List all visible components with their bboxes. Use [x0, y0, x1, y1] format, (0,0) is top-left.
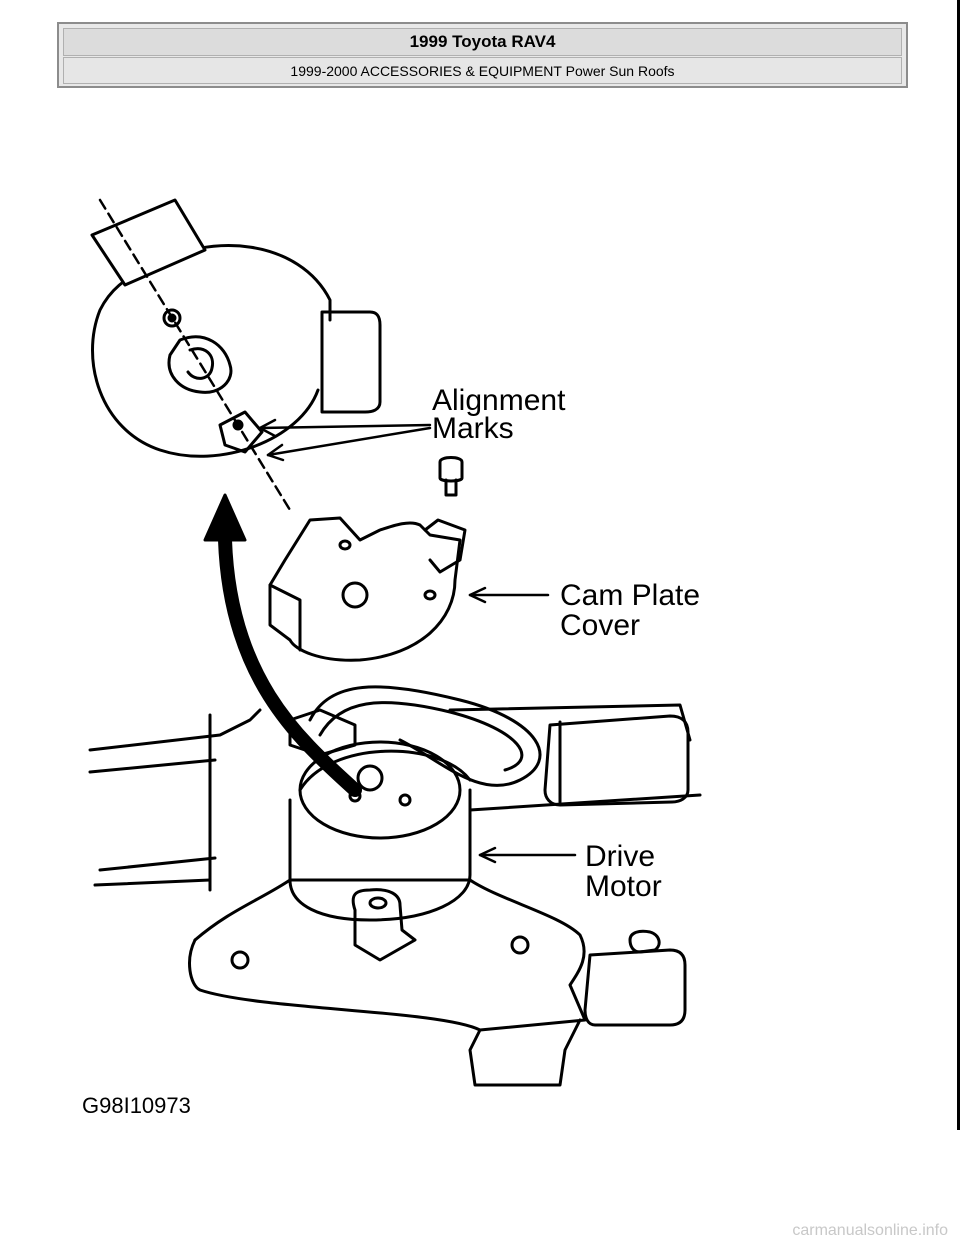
document-header: 1999 Toyota RAV4 1999-2000 ACCESSORIES &…: [57, 22, 908, 88]
cam-plate-cover: [268, 516, 550, 662]
label-alignment-line1: Alignment: [432, 384, 566, 417]
label-alignment-line2: Marks: [432, 412, 514, 445]
document-title: 1999 Toyota RAV4: [409, 32, 556, 51]
label-cam-plate-line2: Cover: [560, 609, 640, 642]
header-title-row: 1999 Toyota RAV4: [63, 28, 902, 56]
label-drive-motor-line1: Drive: [585, 840, 655, 873]
header-subtitle-row: 1999-2000 ACCESSORIES & EQUIPMENT Power …: [63, 57, 902, 84]
drive-motor: [88, 685, 702, 1087]
page-right-border: [957, 0, 960, 1130]
label-cam-plate-line1: Cam Plate: [560, 579, 700, 612]
screw: [438, 456, 464, 497]
document-subtitle: 1999-2000 ACCESSORIES & EQUIPMENT Power …: [290, 62, 675, 79]
figure-code: G98I10973: [82, 1093, 191, 1118]
watermark: carmanualsonline.info: [792, 1222, 948, 1239]
alignment-marks-leaders: [258, 418, 432, 462]
label-drive-motor-line2: Motor: [585, 870, 662, 903]
direction-arrow: [203, 493, 362, 797]
cam-plate-detail: [90, 198, 382, 512]
